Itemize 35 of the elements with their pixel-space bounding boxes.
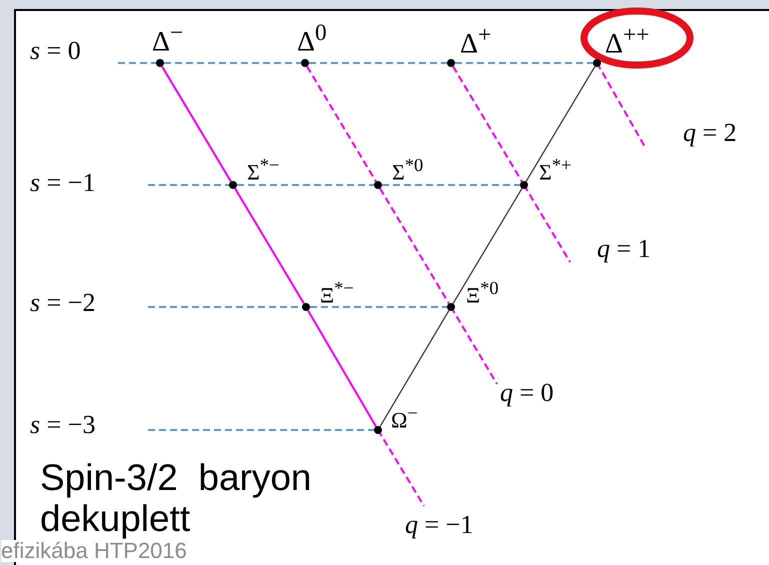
quantum-number-label: q = −1 xyxy=(405,512,474,538)
connector-line xyxy=(379,188,450,304)
connector-line xyxy=(382,184,520,186)
connector-line xyxy=(237,184,374,186)
connector-line xyxy=(310,306,447,308)
quantum-number-label: s = −1 xyxy=(30,170,96,196)
footer-text: efizikába HTP2016 xyxy=(1,540,187,562)
particle-label: Σ$^{*+}$ xyxy=(539,156,572,184)
quantum-number-label: q = 2 xyxy=(683,120,737,146)
particle-label: Δ$^{++}$ xyxy=(605,24,650,58)
connector-line xyxy=(309,62,447,64)
particle-label: Δ$^{0}$ xyxy=(297,22,327,56)
quantum-number-label: s = −3 xyxy=(30,412,96,438)
connector-line xyxy=(526,66,596,182)
connector-line xyxy=(307,310,377,428)
connector-line xyxy=(380,310,450,427)
quantum-number-label: s = −2 xyxy=(30,290,96,316)
connector-line xyxy=(164,62,301,64)
connector-line xyxy=(234,188,305,304)
connector-line xyxy=(161,66,232,182)
particle-label: Ξ$^{*0}$ xyxy=(466,279,498,306)
particle-label: Σ$^{*−}$ xyxy=(247,156,280,184)
connector-line xyxy=(452,66,523,182)
particle-label: Δ$^{−}$ xyxy=(152,22,184,56)
particle-label: Σ$^{*0}$ xyxy=(392,156,424,184)
particle-label: Δ$^{+}$ xyxy=(460,24,492,58)
connector-line xyxy=(455,62,593,64)
quantum-number-label: q = 1 xyxy=(597,236,651,262)
connector-line xyxy=(306,66,377,182)
quantum-number-label: q = 0 xyxy=(500,380,554,406)
particle-label: Ω$^{−}$ xyxy=(391,404,418,432)
particle-label: Ξ$^{*−}$ xyxy=(320,279,354,306)
connector-line xyxy=(452,188,522,304)
diagram-title: Spin-3/2 baryon dekuplett xyxy=(40,458,313,540)
quantum-number-label: s = 0 xyxy=(30,38,81,64)
